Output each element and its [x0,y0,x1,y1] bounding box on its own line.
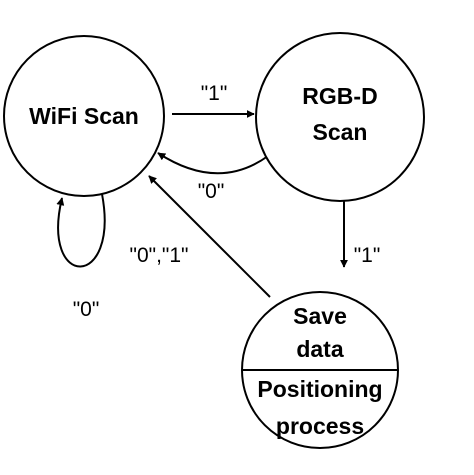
state-rgbd-scan: RGB-D Scan [255,32,425,202]
edge-save-to-wifi [148,175,271,298]
state-rgbd-scan-circle [255,32,425,202]
label-save-to-wifi: "0","1" [129,244,188,267]
label-wifi-to-rgbd: "1" [201,82,228,105]
edge-wifi-self-loop [56,193,106,268]
state-positioning-label-line2: process [276,413,364,439]
state-wifi-scan-label: WiFi Scan [29,103,139,129]
label-rgbd-to-save: "1" [354,244,381,267]
state-save-label-line2: data [296,336,344,362]
state-wifi-scan-circle [3,35,165,197]
label-wifi-self-loop: "0" [73,298,100,321]
state-save-label-line1: Save [293,303,347,329]
state-rgbd-scan-label-line2: Scan [313,119,368,145]
state-save-positioning: Save data Positioning process [241,291,399,449]
edge-rgbd-to-wifi [157,152,269,175]
state-positioning-label-line1: Positioning [257,376,382,402]
label-rgbd-to-wifi: "0" [198,180,225,203]
state-rgbd-scan-label-line1: RGB-D [302,83,377,109]
state-wifi-scan: WiFi Scan [3,35,165,197]
